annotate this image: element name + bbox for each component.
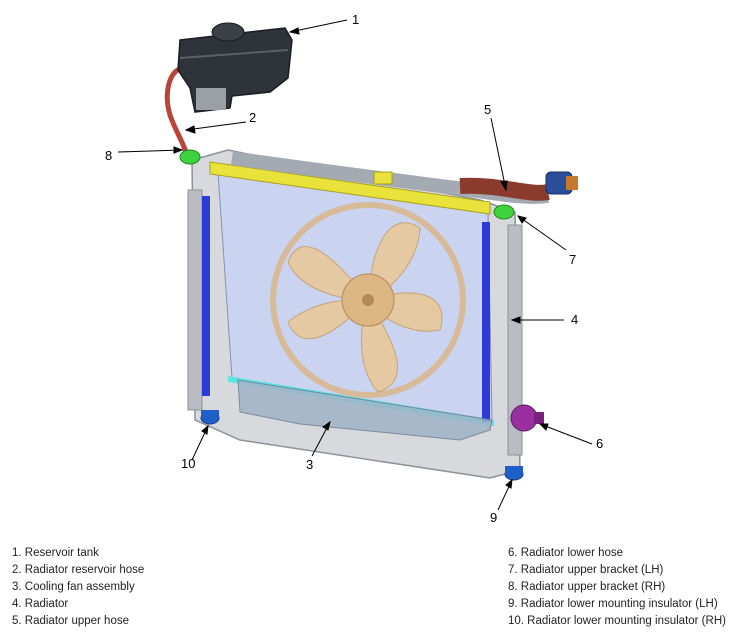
insulator-right xyxy=(504,466,524,481)
callout-4: 4 xyxy=(571,312,578,327)
reservoir-tank xyxy=(177,22,293,113)
leader-lines xyxy=(117,19,593,511)
callout-5: 5 xyxy=(484,102,491,117)
callout-6: 6 xyxy=(596,436,603,451)
radiator-lower-hose xyxy=(510,404,544,432)
callout-7: 7 xyxy=(569,252,576,267)
callout-1: 1 xyxy=(352,12,359,27)
insulator-left xyxy=(200,410,220,425)
fan-shroud xyxy=(237,379,493,441)
legend-item: 4. Radiator xyxy=(12,598,69,610)
radiator-upper-tank xyxy=(209,161,491,215)
radiator-upper-hose-section xyxy=(459,177,550,201)
reservoir-cap xyxy=(211,22,245,42)
radiator-side-tank-left xyxy=(202,196,210,396)
cooling-system-diagram: 1 2 3 4 5 6 7 8 9 10 xyxy=(105,12,603,525)
callout-3: 3 xyxy=(306,457,313,472)
cooling-fan xyxy=(270,202,466,398)
legend-item: 3. Cooling fan assembly xyxy=(12,581,135,593)
legend-item: 5. Radiator upper hose xyxy=(12,615,129,627)
hose-clip xyxy=(373,171,393,185)
legend-item: 10. Radiator lower mounting insulator (R… xyxy=(508,615,726,627)
legend-right: 6. Radiator lower hose 7. Radiator upper… xyxy=(508,545,726,630)
legend-item: 6. Radiator lower hose xyxy=(508,547,624,559)
legend-item: 7. Radiator upper bracket (LH) xyxy=(508,564,664,576)
callout-2: 2 xyxy=(249,110,256,125)
legend-item: 1. Reservoir tank xyxy=(12,547,99,559)
callout-8: 8 xyxy=(105,148,112,163)
legend-item: 2. Radiator reservoir hose xyxy=(12,564,145,576)
legend-left: 1. Reservoir tank 2. Radiator reservoir … xyxy=(12,545,144,630)
callout-10: 10 xyxy=(181,456,195,471)
bracket-green-right xyxy=(493,204,515,220)
bracket-green-left xyxy=(179,149,201,165)
legend-item: 9. Radiator lower mounting insulator (LH… xyxy=(508,598,718,610)
radiator-side-tank-right xyxy=(482,222,490,422)
legend-item: 8. Radiator upper bracket (RH) xyxy=(508,581,666,593)
reservoir-hose xyxy=(164,65,189,153)
callout-9: 9 xyxy=(490,510,497,525)
upper-hose-clamp xyxy=(545,171,578,195)
